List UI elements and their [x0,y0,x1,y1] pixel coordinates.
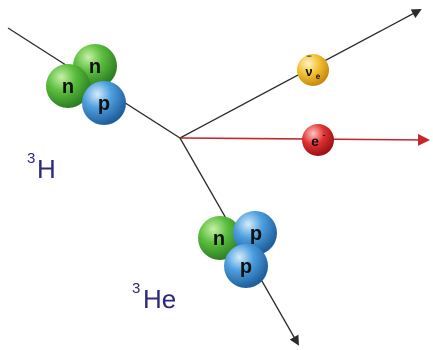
helium-nucleus: n p p [198,211,277,288]
tritium-label-symbol: H [37,154,56,184]
antineutrino-symbol: ν [305,64,312,79]
tritium-neutron-2 [46,64,90,108]
helium-nucleon-label-3: p [240,256,252,278]
antineutrino-subscript: e [316,72,321,81]
electron-particle: e - [302,124,334,156]
tritium-label-superscript: 3 [27,150,35,167]
electron-symbol: e [311,133,319,149]
tritium-label: 3 H [27,150,56,184]
tritium-nucleus: n n p [46,44,126,125]
helium-neutron [198,216,242,260]
electron-sphere [302,124,334,156]
helium-nucleon-label-2: p [250,223,262,245]
helium-nucleon-label-1: n [213,228,225,250]
helium-label-superscript: 3 [132,280,140,297]
antineutrino-particle: ‾ ν e [297,54,329,86]
electron-superscript: - [323,130,326,140]
tritium-proton [82,81,126,125]
helium-proton-1 [233,211,277,255]
helium-label: 3 He [132,280,176,314]
helium-proton-2 [224,244,268,288]
antineutrino-sphere [297,54,329,86]
antineutrino-bar: ‾ [306,55,311,67]
helium-label-symbol: He [143,284,176,314]
tritium-nucleon-label-1: n [89,56,101,78]
tritium-nucleon-label-3: p [98,93,110,115]
tritium-nucleon-label-2: n [62,76,74,98]
